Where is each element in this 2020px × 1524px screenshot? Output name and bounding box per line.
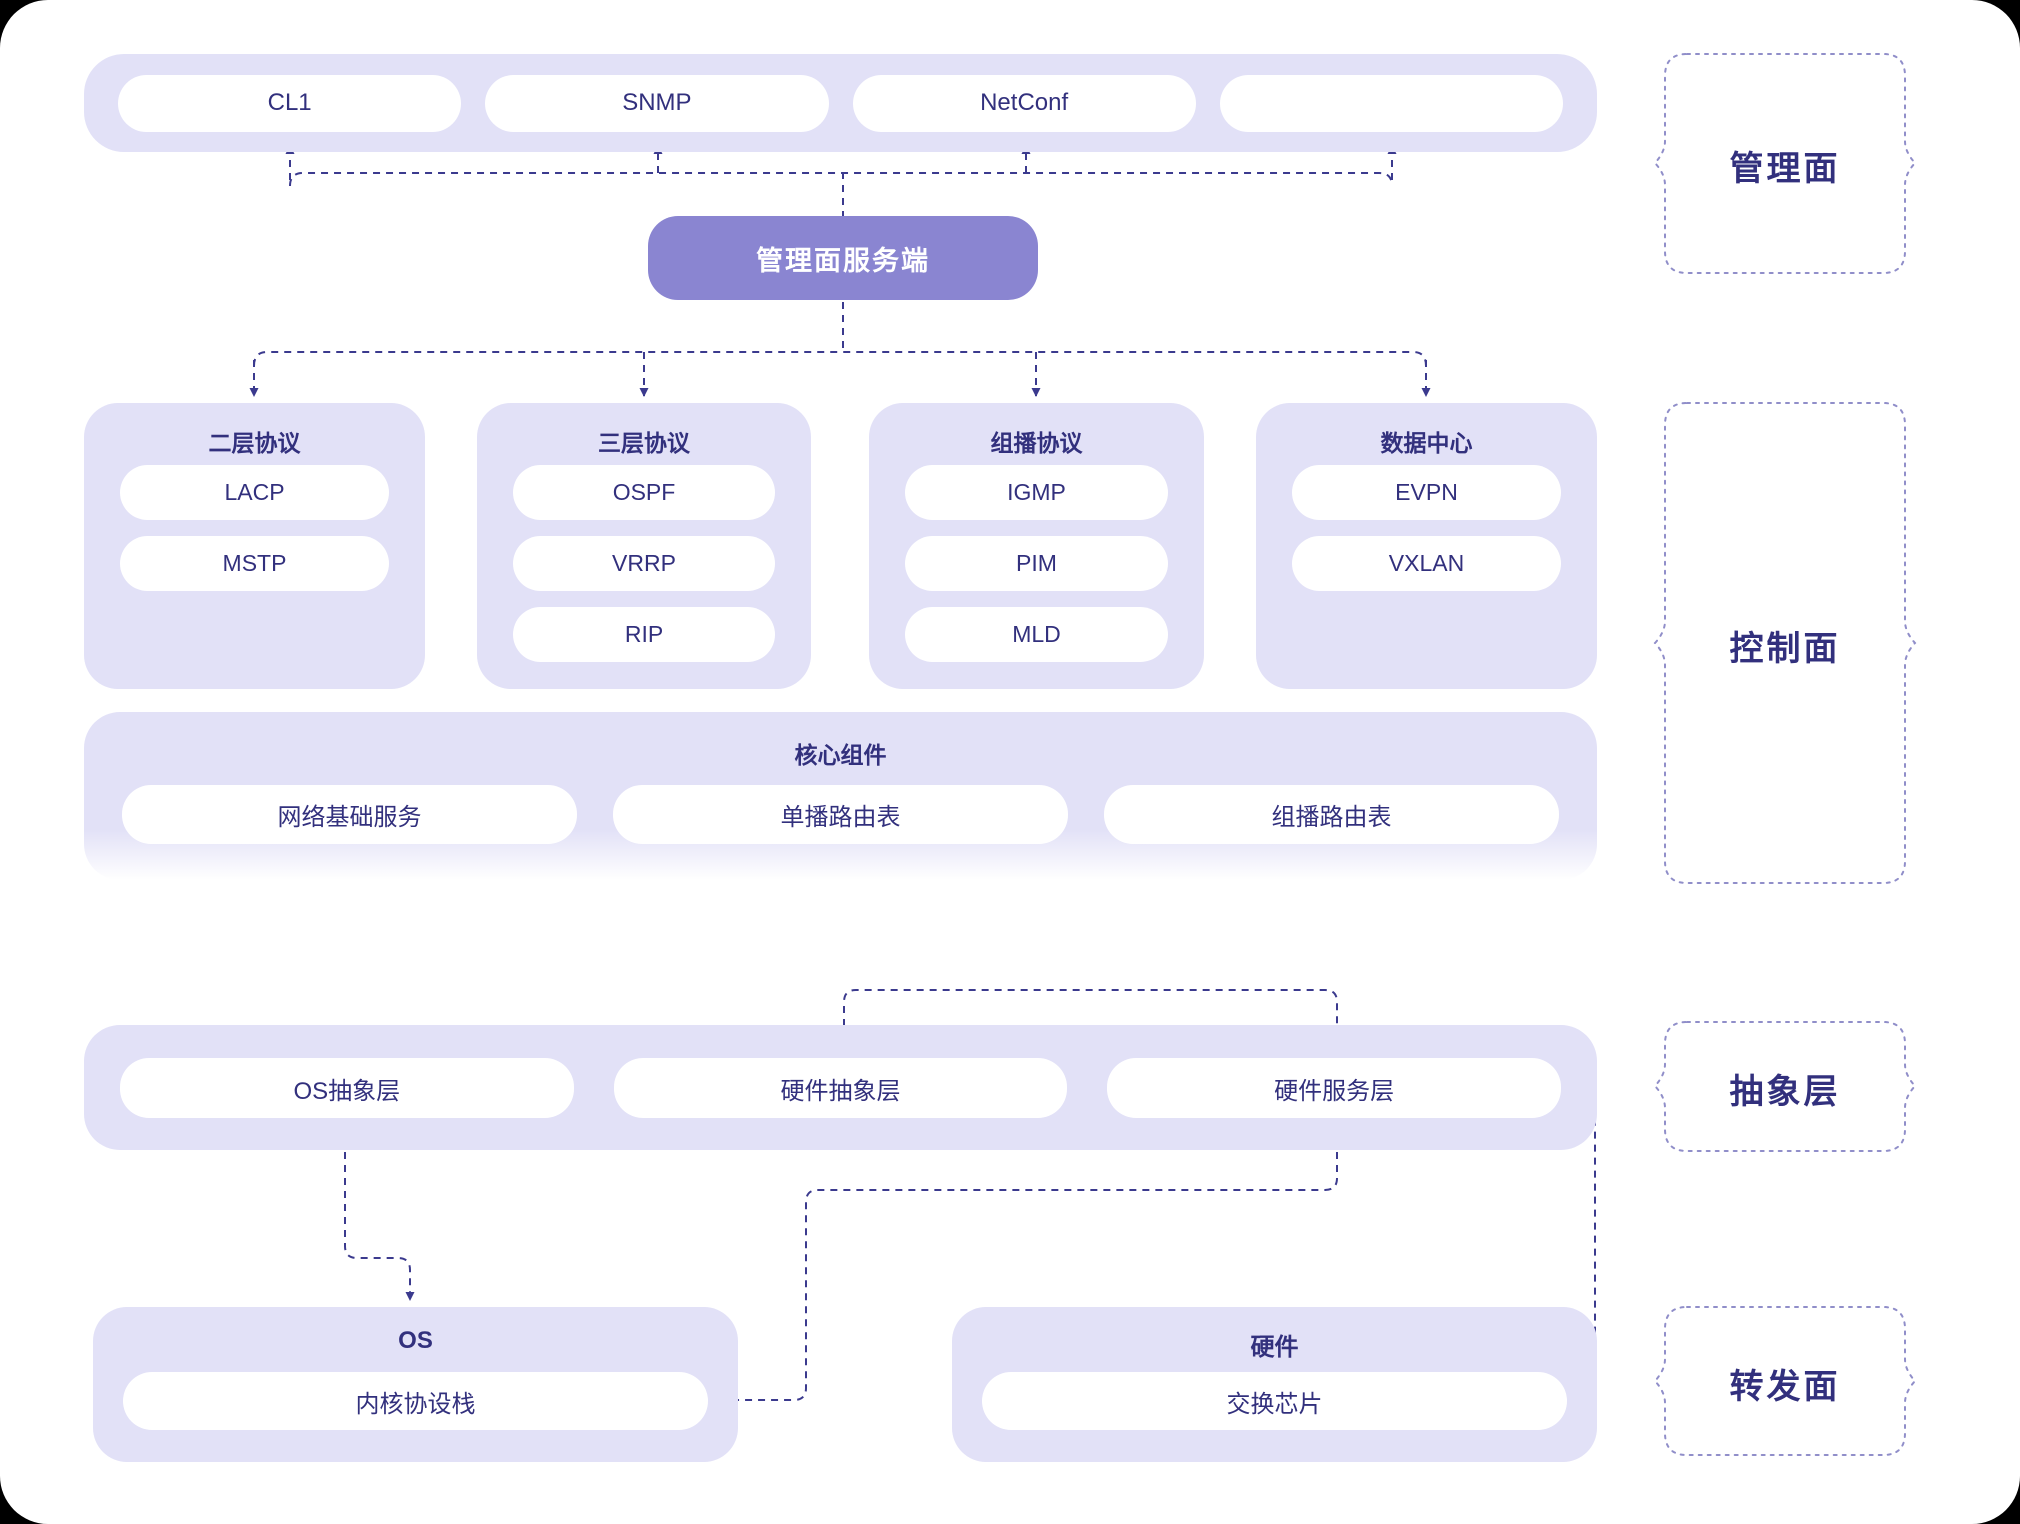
- node-mld: MLD: [905, 607, 1168, 662]
- connector-osal-os: [340, 1125, 415, 1301]
- node-switch-chip: 交换芯片: [982, 1372, 1567, 1430]
- connector-mgmt-horizontal: [289, 172, 1393, 187]
- node-pim: PIM: [905, 536, 1168, 591]
- core-components-title: 核心组件: [794, 742, 887, 768]
- card-title: 数据中心: [1380, 430, 1473, 456]
- connector-cards-horizontal: [253, 351, 1427, 367]
- card-title: 三层协议: [598, 430, 690, 456]
- box-hardware: 硬件 交换芯片: [952, 1307, 1597, 1462]
- card-layer2-protocols: 二层协议 LACP MSTP: [84, 403, 425, 689]
- node-multicast-routing-table: 组播路由表: [1104, 785, 1559, 844]
- label-abstraction-layer: 抽象层: [1729, 1073, 1841, 1111]
- node-cli: CL1: [118, 74, 462, 132]
- card-title: 组播协议: [990, 430, 1083, 456]
- node-hardware-service-layer: 硬件服务层: [1107, 1058, 1562, 1118]
- node-kernel-protocol-stack: 内核协设栈: [123, 1372, 708, 1430]
- card-layer3-protocols: 三层协议 OSPF VRRP RIP: [477, 403, 811, 689]
- label-management-plane: 管理面: [1729, 150, 1841, 188]
- abstraction-layer-bar: OS抽象层 硬件抽象层 硬件服务层: [84, 1025, 1597, 1150]
- management-interfaces-bar: CL1 SNMP NetConf: [84, 54, 1597, 152]
- node-mstp: MSTP: [120, 536, 389, 591]
- node-network-base-services: 网络基础服务: [122, 785, 577, 844]
- node-hardware-abstraction-layer: 硬件抽象层: [613, 1058, 1068, 1118]
- management-server-node: 管理面服务端: [648, 216, 1038, 300]
- node-rip: RIP: [513, 607, 775, 662]
- node-ospf: OSPF: [513, 465, 775, 520]
- card-multicast-protocols: 组播协议 IGMP PIM MLD: [869, 403, 1204, 689]
- node-vxlan: VXLAN: [1292, 536, 1561, 591]
- label-control-plane: 控制面: [1729, 630, 1841, 668]
- box-os: OS 内核协设栈: [93, 1307, 738, 1462]
- label-forwarding-plane: 转发面: [1729, 1368, 1841, 1406]
- node-lacp: LACP: [120, 465, 389, 520]
- box-os-title: OS: [398, 1327, 433, 1354]
- card-datacenter: 数据中心 EVPN VXLAN: [1256, 403, 1597, 689]
- node-igmp: IGMP: [905, 465, 1168, 520]
- box-hardware-title: 硬件: [1250, 1334, 1299, 1361]
- node-unicast-routing-table: 单播路由表: [613, 785, 1068, 844]
- card-title: 二层协议: [208, 430, 301, 456]
- node-os-abstraction-layer: OS抽象层: [120, 1058, 574, 1118]
- core-components-bar: 核心组件 网络基础服务 单播路由表 组播路由表: [84, 712, 1597, 880]
- node-snmp: SNMP: [485, 74, 829, 132]
- node-evpn: EVPN: [1292, 465, 1561, 520]
- node-empty: [1219, 74, 1563, 132]
- node-vrrp: VRRP: [513, 536, 775, 591]
- node-netconf: NetConf: [852, 74, 1196, 132]
